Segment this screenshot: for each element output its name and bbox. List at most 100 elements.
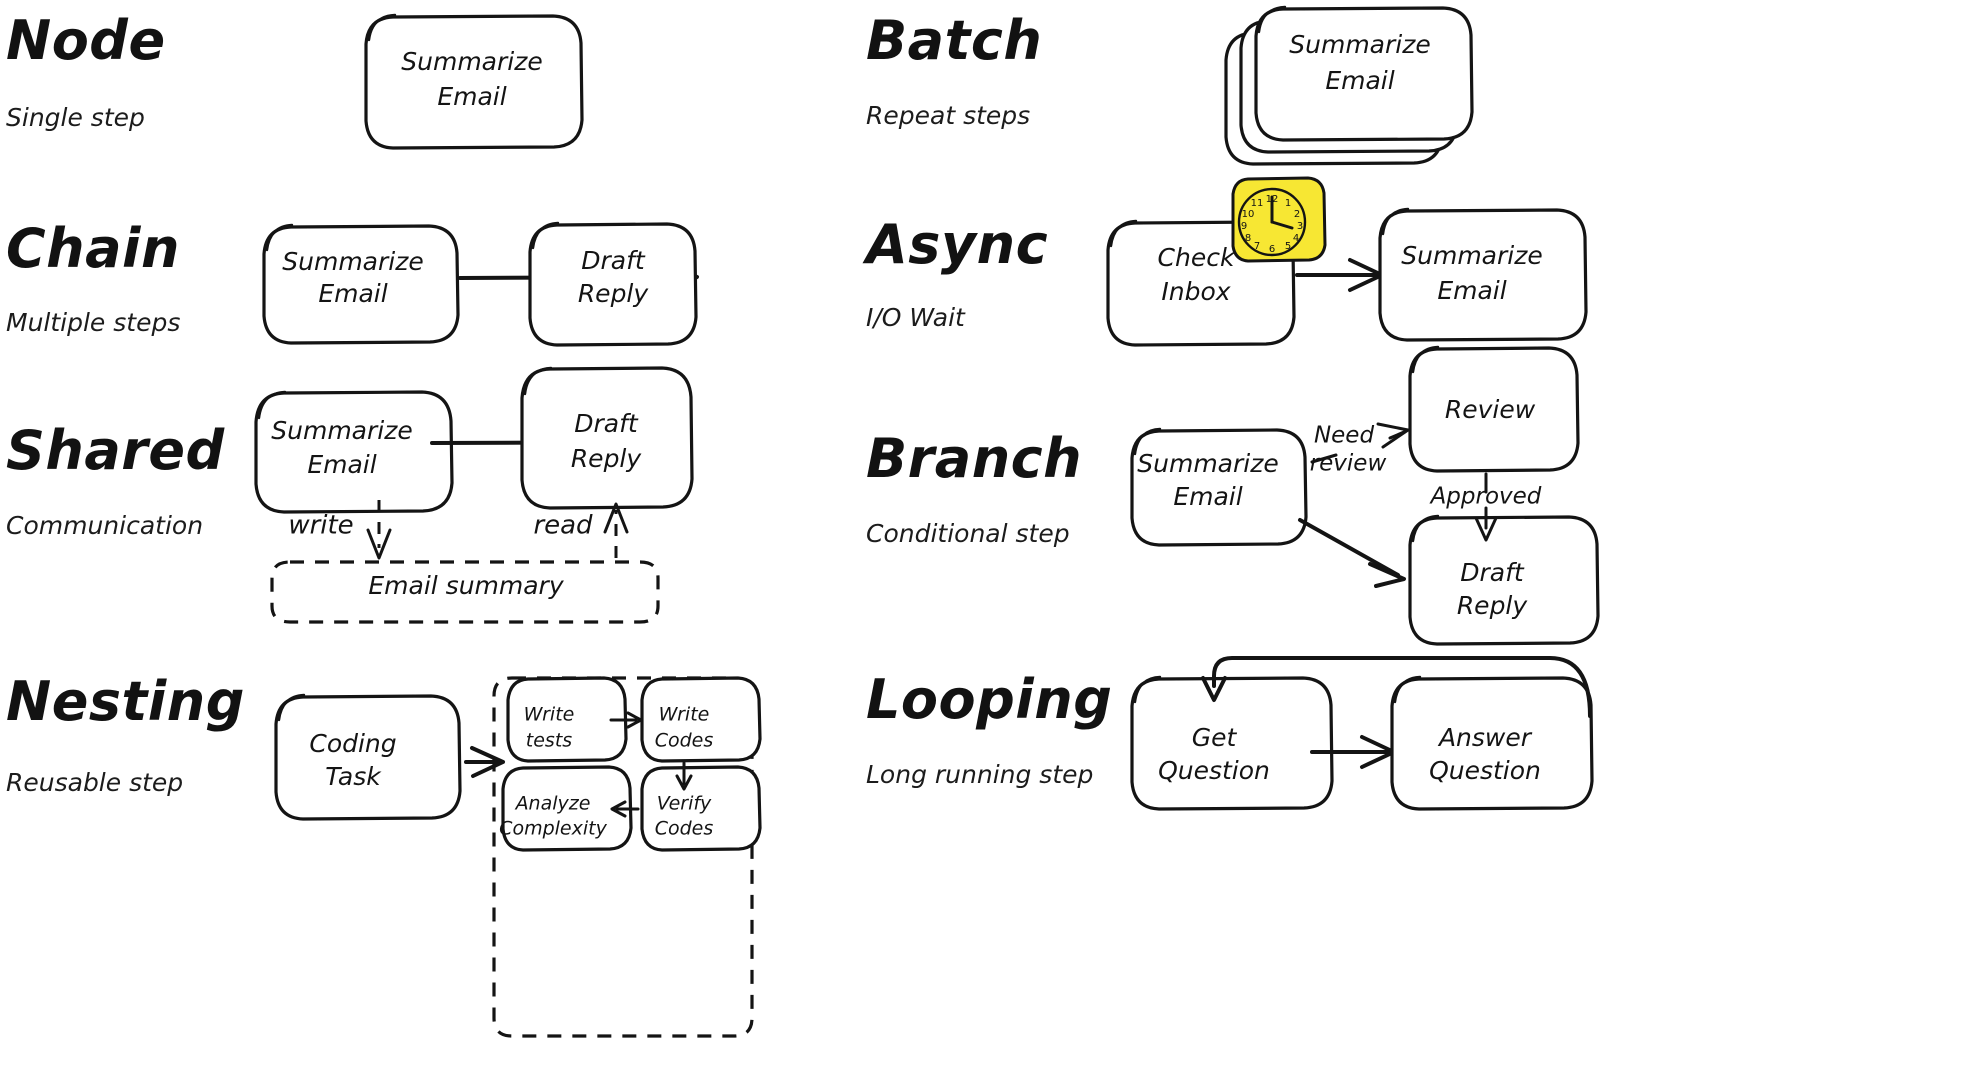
row-title-node: Node	[6, 9, 166, 72]
async-arrow-1	[1295, 258, 1384, 292]
nesting-card-coding-task[interactable]: Coding Task	[274, 693, 462, 821]
svg-text:12: 12	[1266, 194, 1279, 205]
nesting-sub4-line1: Analyze	[514, 793, 591, 815]
row-subtitle-nesting: Reusable step	[6, 768, 184, 797]
shared-write-label: write	[288, 511, 353, 541]
nesting-node-line2: Task	[325, 762, 382, 791]
batch-card-stack[interactable]: Summarize Email	[1224, 5, 1474, 166]
shared-node2-line2: Reply	[571, 444, 643, 473]
row-title-shared: Shared	[6, 419, 225, 482]
looping-node1-line1: Get	[1192, 723, 1238, 752]
branch-node1-line2: Email	[1173, 482, 1242, 511]
nesting-sub4-line2: Complexity	[499, 818, 607, 840]
nesting-edge-verify-to-analyze	[610, 800, 640, 818]
looping-card-get-question[interactable]: Get Question	[1130, 675, 1334, 811]
svg-text:2: 2	[1294, 209, 1300, 220]
node-card-summarize-email[interactable]: Summarize Email	[364, 13, 584, 150]
svg-text:1: 1	[1285, 198, 1291, 209]
shared-write-edge: write	[288, 500, 392, 560]
node-label-line2: Email	[437, 82, 506, 111]
chain-arrow-1	[458, 260, 699, 294]
nesting-subnode-write-codes[interactable]: Write Codes	[640, 676, 762, 763]
nesting-sub3-line1: Verify	[657, 793, 712, 815]
row-title-batch: Batch	[866, 9, 1043, 72]
branch-edge-need-review: Need review	[1310, 422, 1410, 477]
nesting-subnode-write-tests[interactable]: Write tests	[506, 676, 628, 763]
svg-text:6: 6	[1269, 244, 1275, 255]
nesting-subnode-analyze-complexity[interactable]: Analyze Complexity	[499, 765, 633, 852]
async-card-check-inbox[interactable]: Check Inbox	[1106, 219, 1296, 347]
nesting-arrow-into-flow	[464, 746, 505, 778]
row-title-nesting: Nesting	[6, 670, 245, 733]
row-title-async: Async	[866, 213, 1049, 276]
nesting-subflow-container[interactable]	[492, 676, 754, 1038]
svg-text:7: 7	[1254, 241, 1260, 252]
shared-card-summarize-email[interactable]: Summarize Email	[254, 390, 454, 514]
row-subtitle-looping: Long running step	[866, 760, 1094, 789]
looping-card-answer-question[interactable]: Answer Question	[1390, 675, 1594, 811]
looping-node2-line1: Answer	[1437, 723, 1533, 752]
svg-text:3: 3	[1297, 221, 1303, 232]
svg-text:11: 11	[1251, 198, 1264, 209]
chain-card-draft-reply[interactable]: Draft Reply	[528, 221, 698, 347]
chain-node1-line1: Summarize	[282, 247, 423, 276]
svg-text:10: 10	[1242, 209, 1255, 220]
batch-label-line2: Email	[1325, 66, 1394, 95]
shared-node1-line1: Summarize	[271, 416, 412, 445]
chain-node2-line2: Reply	[578, 279, 650, 308]
branch-card-review[interactable]: Review	[1408, 345, 1580, 473]
nesting-subnode-verify-codes[interactable]: Verify Codes	[640, 765, 762, 852]
async-node2-line1: Summarize	[1401, 241, 1542, 270]
nesting-sub1-line1: Write	[524, 704, 575, 726]
looping-feedback-edge	[1201, 656, 1592, 718]
row-title-chain: Chain	[6, 217, 180, 280]
branch-node2-label: Review	[1445, 395, 1536, 424]
branch-label-approved: Approved	[1429, 484, 1542, 510]
branch-card-summarize-email[interactable]: Summarize Email	[1130, 427, 1308, 547]
shared-read-label: read	[533, 511, 593, 541]
row-subtitle-chain: Multiple steps	[6, 308, 181, 337]
shared-store-label: Email summary	[368, 571, 564, 600]
looping-arrow-forward	[1310, 735, 1396, 769]
branch-card-draft-reply[interactable]: Draft Reply	[1408, 514, 1600, 646]
clock-icon: 12 1 2 3 4 5 6 7 8 9 10 11	[1231, 176, 1327, 263]
looping-node1-line2: Question	[1158, 756, 1270, 785]
shared-node2-line1: Draft	[574, 409, 639, 438]
nesting-node-line1: Coding	[309, 729, 396, 758]
svg-text:4: 4	[1293, 233, 1299, 244]
nesting-edge-tests-to-codes	[609, 711, 643, 729]
svg-text:9: 9	[1241, 221, 1247, 232]
shared-store-email-summary[interactable]: Email summary	[270, 560, 660, 624]
chain-node2-line1: Draft	[581, 246, 646, 275]
nesting-sub3-line2: Codes	[655, 818, 714, 840]
svg-text:8: 8	[1245, 233, 1251, 244]
shared-card-draft-reply[interactable]: Draft Reply	[520, 366, 694, 510]
branch-label-need: Need	[1314, 423, 1375, 449]
async-node1-line2: Inbox	[1161, 277, 1230, 306]
row-subtitle-async: I/O Wait	[866, 303, 965, 332]
row-subtitle-shared: Communication	[6, 511, 204, 540]
node-label-line1: Summarize	[401, 47, 542, 76]
branch-node3-line1: Draft	[1460, 558, 1525, 587]
branch-node1-line1: Summarize	[1137, 449, 1278, 478]
async-card-summarize-email[interactable]: Summarize Email	[1378, 207, 1588, 342]
branch-node3-line2: Reply	[1457, 591, 1529, 620]
shared-node1-line2: Email	[307, 450, 376, 479]
row-subtitle-node: Single step	[6, 103, 145, 132]
chain-card-summarize-email[interactable]: Summarize Email	[262, 223, 460, 345]
row-subtitle-branch: Conditional step	[866, 519, 1070, 548]
nesting-sub2-line2: Codes	[655, 730, 714, 752]
row-subtitle-batch: Repeat steps	[866, 101, 1031, 130]
async-node1-line1: Check	[1158, 243, 1236, 272]
row-title-branch: Branch	[866, 427, 1083, 490]
row-title-looping: Looping	[866, 668, 1113, 731]
batch-label-line1: Summarize	[1289, 30, 1430, 59]
shared-read-edge: read	[533, 502, 629, 558]
looping-node2-line2: Question	[1429, 756, 1541, 785]
branch-edge-approved: Approved	[1429, 472, 1542, 542]
chain-node1-line2: Email	[318, 279, 387, 308]
async-node2-line2: Email	[1437, 276, 1506, 305]
nesting-sub2-line1: Write	[659, 704, 710, 726]
branch-label-review: review	[1310, 451, 1387, 477]
